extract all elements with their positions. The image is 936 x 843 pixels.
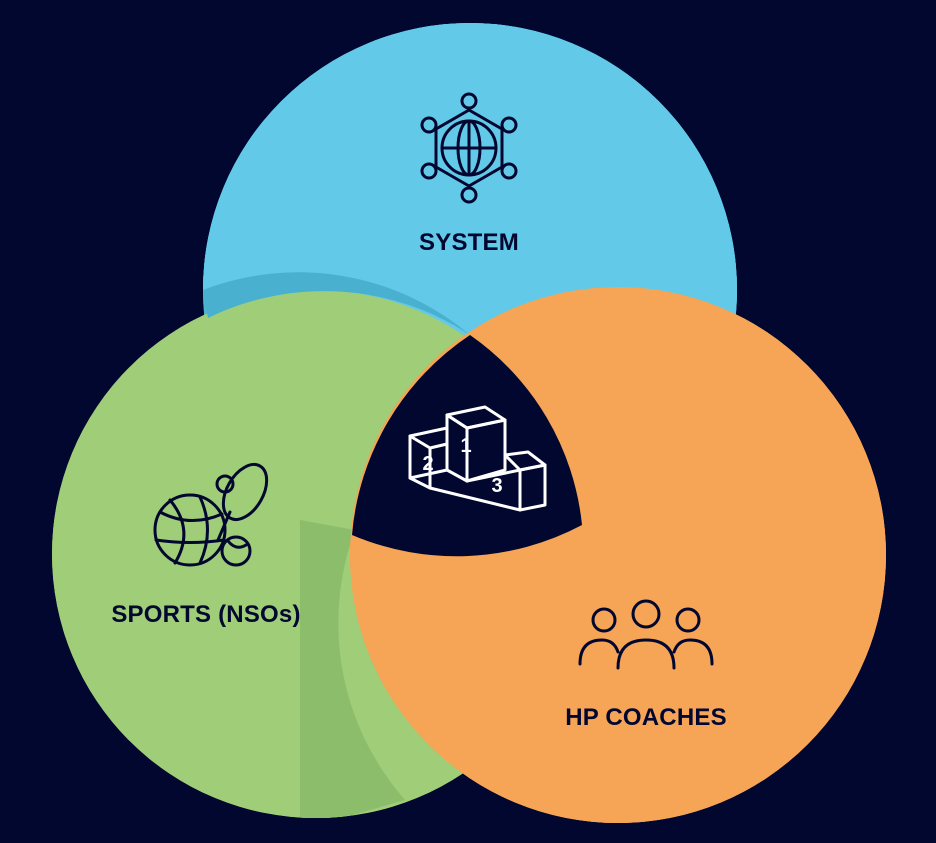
podium-icon (408, 405, 547, 512)
podium-first: 1 (460, 435, 471, 457)
podium-second: 2 (422, 453, 433, 475)
sports-balls-icon (153, 463, 269, 567)
network-globe-icon (420, 92, 518, 204)
coaches-label: HP COACHES (565, 704, 727, 731)
podium-third: 3 (491, 475, 502, 497)
system-label: SYSTEM (419, 229, 519, 256)
people-group-icon (578, 599, 714, 670)
sports-label: SPORTS (NSOs) (111, 601, 300, 628)
